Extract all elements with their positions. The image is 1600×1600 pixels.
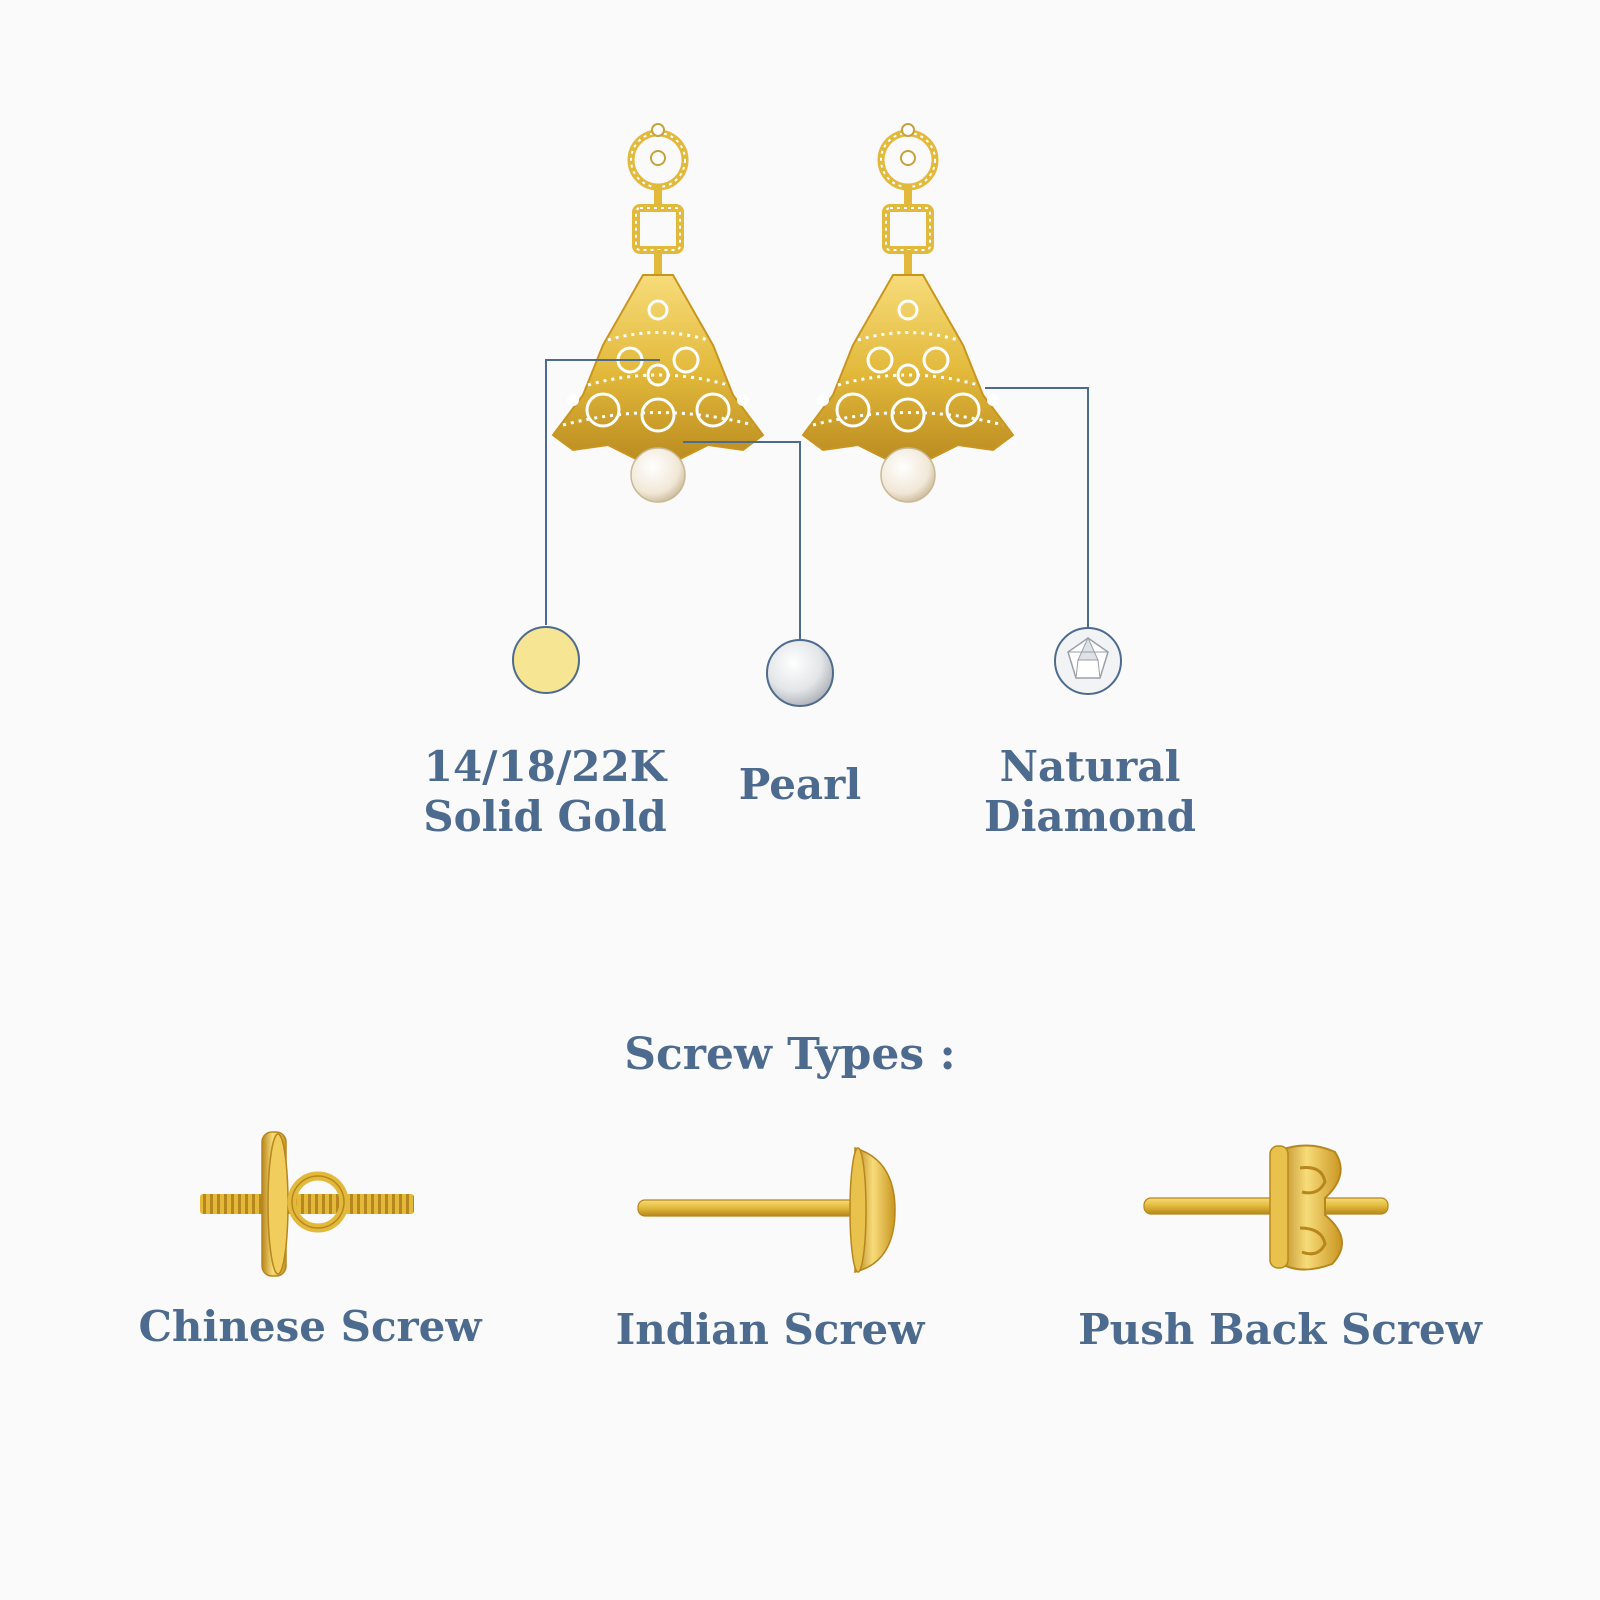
gold-leader-line (545, 359, 660, 625)
pearl-material-label: Pearl (700, 760, 900, 810)
screw-types-title-text: Screw Types : (624, 1029, 956, 1080)
diamond-material-label: Natural Diamond (940, 742, 1240, 842)
jhumka-earrings-icon (553, 124, 763, 502)
diamond-label-line1: Natural (999, 742, 1181, 791)
diamond-leader-line (985, 387, 1089, 627)
push-back-screw-label-text: Push Back Screw (1078, 1305, 1482, 1354)
pearl-swatch-icon (766, 639, 834, 707)
pearl-label-line1: Pearl (738, 760, 862, 809)
diamond-label-line2: Diamond (984, 792, 1196, 841)
push-back-screw-label: Push Back Screw (1050, 1305, 1510, 1355)
gold-label-line2: Solid Gold (423, 792, 667, 841)
gold-material-label: 14/18/22K Solid Gold (395, 742, 695, 842)
gold-label-line1: 14/18/22K (423, 742, 667, 791)
chinese-screw-label-text: Chinese Screw (138, 1302, 482, 1351)
screw-types-title: Screw Types : (500, 1030, 1080, 1080)
diamond-swatch-icon (1054, 627, 1122, 695)
push-back-screw-icon (1143, 1144, 1389, 1271)
pearl-leader-line (683, 441, 801, 640)
chinese-screw-icon (200, 1131, 414, 1277)
indian-screw-label: Indian Screw (570, 1305, 970, 1355)
chinese-screw-label: Chinese Screw (110, 1302, 510, 1352)
indian-screw-icon (637, 1146, 896, 1273)
gold-swatch-icon (512, 626, 580, 694)
indian-screw-label-text: Indian Screw (615, 1305, 925, 1354)
jhumka-earring-right-icon (803, 124, 1013, 502)
